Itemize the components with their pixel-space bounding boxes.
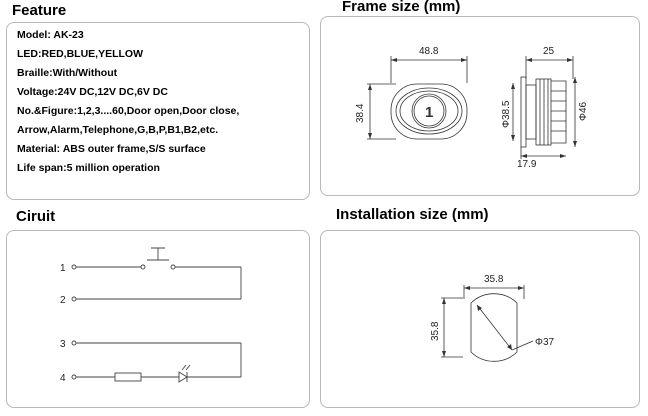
install-height-arrow-bottom — [442, 351, 446, 357]
frame-base-arrow-left — [521, 154, 527, 158]
feature-line-figure: No.&Figure:1,2,3....60,Door open,Door cl… — [17, 105, 240, 117]
frame-height-arrow-top — [368, 84, 372, 90]
install-height-label: 35.8 — [430, 321, 441, 341]
terminal-3-label: 3 — [60, 339, 66, 350]
install-cutout-outline — [470, 293, 518, 362]
feature-line-lifespan: Life span:5 million operation — [17, 162, 160, 174]
install-width-label: 35.8 — [484, 274, 504, 285]
frame-inner-diameter-label: Φ38.5 — [501, 100, 512, 128]
frame-depth-arrow-left — [526, 58, 532, 62]
feature-heading: Feature — [12, 2, 67, 19]
install-hole-diameter-label: Φ37 — [535, 337, 555, 348]
feature-line-voltage: Voltage:24V DC,12V DC,6V DC — [17, 86, 168, 98]
led-diode-triangle — [178, 371, 188, 383]
frame-size-heading: Frame size (mm) — [342, 0, 461, 15]
frame-side-body — [535, 78, 552, 146]
terminal-4-label: 4 — [60, 373, 66, 384]
frame-height-arrow-bottom — [368, 133, 372, 139]
frame-front-button — [411, 93, 447, 129]
frame-drawing — [367, 56, 577, 159]
frame-button-glyph: 1 — [425, 104, 433, 121]
terminal-2-label: 2 — [60, 295, 66, 306]
install-height-arrow-top — [442, 298, 446, 304]
frame-size-panel: 48.8 38.4 1 25 Φ38.5 Φ46 17.9 — [320, 16, 640, 196]
terminal-1-label: 1 — [60, 263, 66, 274]
installation-drawing — [441, 285, 534, 362]
frame-width-arrow-left — [391, 58, 397, 62]
frame-width-label: 48.8 — [419, 46, 439, 57]
frame-front-button-inner — [413, 95, 445, 127]
frame-height-label: 38.4 — [355, 103, 366, 123]
frame-front-ring — [395, 87, 463, 135]
frame-outer-diameter-arrow-bottom — [573, 141, 577, 147]
frame-outer-diameter-arrow-top — [573, 77, 577, 83]
frame-depth-label: 25 — [543, 46, 555, 57]
frame-outer-diameter-label: Φ46 — [578, 101, 589, 121]
circuit-heading: Ciruit — [16, 208, 56, 225]
feature-panel: Model: AK-23 LED:RED,BLUE,YELLOW Braille… — [6, 22, 310, 200]
led-emission-arrow-1 — [181, 364, 187, 371]
feature-line-figure-cont: Arrow,Alarm,Telephone,G,B,P,B1,B2,etc. — [17, 124, 219, 136]
switch-contact-left — [140, 264, 146, 270]
circuit-drawing — [71, 247, 242, 383]
frame-labels: 48.8 38.4 1 25 Φ38.5 Φ46 17.9 — [355, 46, 589, 170]
frame-inner-diameter-arrow-bottom — [511, 135, 515, 141]
installation-labels: 35.8 35.8 Φ37 — [430, 274, 555, 348]
circuit-labels: 1 2 3 4 — [60, 263, 66, 384]
feature-line-led: LED:RED,BLUE,YELLOW — [17, 48, 143, 60]
led-emission-arrow-2 — [185, 364, 191, 371]
frame-base-label: 17.9 — [517, 159, 537, 170]
install-diameter-line — [476, 304, 513, 351]
frame-side-rear — [551, 80, 567, 144]
frame-base-arrow-right — [560, 154, 566, 158]
installation-size-heading: Installation size (mm) — [336, 206, 489, 223]
feature-line-material: Material: ABS outer frame,S/S surface — [17, 143, 206, 155]
frame-front-outer — [390, 83, 468, 140]
install-width-arrow-right — [518, 286, 524, 290]
frame-side-flange — [520, 76, 527, 148]
install-diameter-arrow-b — [507, 344, 512, 350]
install-width-arrow-left — [464, 286, 470, 290]
frame-inner-diameter-arrow-top — [511, 83, 515, 89]
feature-line-braille: Braille:With/Without — [17, 67, 118, 79]
frame-depth-arrow-right — [567, 58, 573, 62]
frame-width-arrow-right — [461, 58, 467, 62]
install-diameter-leader — [511, 340, 534, 351]
circuit-panel: 1 2 3 4 — [6, 230, 310, 408]
feature-line-model: Model: AK-23 — [17, 29, 84, 41]
install-diameter-arrow-a — [477, 305, 482, 311]
installation-size-panel: 35.8 35.8 Φ37 — [320, 230, 640, 408]
frame-front-ring-inner — [399, 90, 459, 132]
